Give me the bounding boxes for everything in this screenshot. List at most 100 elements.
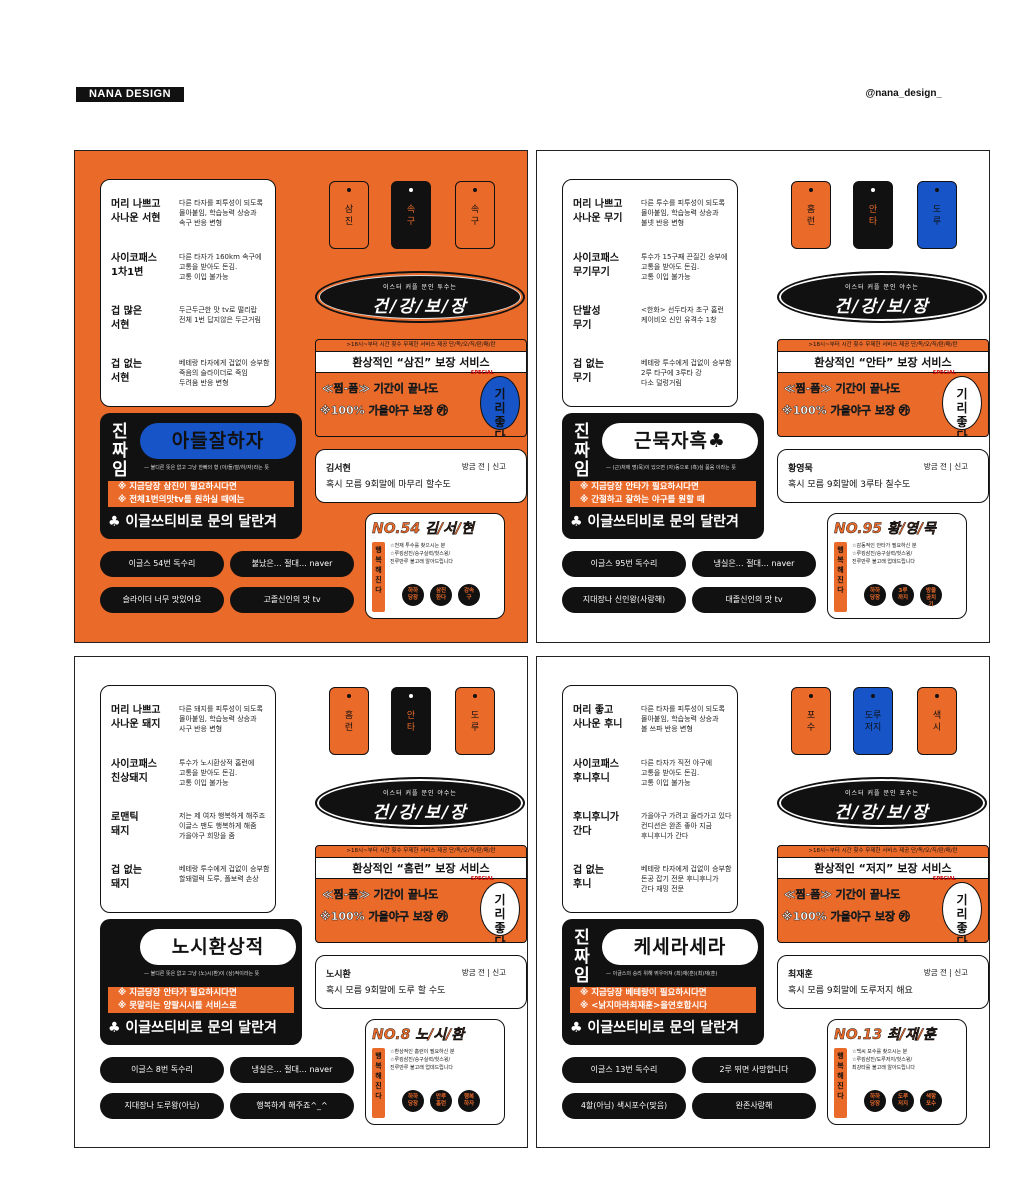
hang-tag: 홈 런	[791, 181, 831, 249]
tag-hole-icon	[871, 694, 875, 698]
tag-label: 포 수	[806, 711, 816, 733]
special-badge: SPECIAL	[932, 370, 956, 376]
tag-hole-icon	[473, 188, 477, 192]
stamp-disc: 삼진 한다	[430, 584, 452, 606]
hashtag-pill[interactable]: 불났은… 절대… naver	[230, 551, 354, 577]
social-handle[interactable]: @nana_design_	[865, 88, 942, 99]
sticker-panel-3: 머리 나쁘고 사나운 돼지 다른 돼지를 피투성이 되도록 몰아붙임, 학습능력…	[74, 656, 528, 1148]
service-line-1: ≪찜-폼≫ 기간이 끝나도	[784, 888, 901, 901]
happy-vertical: 행 복 해 진 다	[834, 542, 847, 612]
oval-subtitle: 이스터 커플 문인 포수는	[845, 790, 919, 797]
tag-label: 삼 진	[344, 205, 354, 227]
hang-tag: 도루 저지	[853, 687, 893, 755]
stamp-disc: 하하 당장	[864, 1090, 886, 1112]
player-number: NO.8 노/시/환	[372, 1027, 465, 1043]
special-badge: SPECIAL	[470, 370, 494, 376]
comment-meta[interactable]: 방금 전 | 신고	[923, 462, 968, 471]
hashtag-pill[interactable]: 4할(아님) 색시포수(맞음)	[562, 1093, 686, 1119]
comment-meta[interactable]: 방금 전 | 신고	[461, 968, 506, 977]
urgent-band: ※ 지금당장 안타가 필요하시다면 ※ 못말리는 양팔시시를 서비스로	[108, 987, 294, 1013]
service-line-1: ≪찜-폼≫ 기간이 끝나도	[322, 888, 439, 901]
trait-title: 겁 없는 무기	[573, 359, 605, 384]
tag-label: 도루 저지	[864, 711, 882, 733]
hashtag-pill[interactable]: 완존사랑해	[692, 1093, 816, 1119]
real-deal-box: 진 짜 임 근묵자흑♣ — (근)처에 명(묵)이 있으면 (자)동으로 (흑)…	[562, 413, 764, 539]
tag-hole-icon	[935, 694, 939, 698]
trait-title: 머리 좋고 사나운 후니	[573, 705, 623, 730]
stamp-disc: 행복 하자	[458, 1090, 480, 1112]
oval-subtitle: 이스터 커플 문인 야수는	[383, 790, 457, 797]
trait-title: 후니후니가 간다	[573, 812, 619, 837]
trait-desc: 다른 투수를 피투성이 되도록 몰아붙임, 학습능력 상승과 불넷 반응 변형	[641, 199, 725, 227]
oval-subtitle: 이스터 커플 문인 투수는	[383, 284, 457, 291]
contact-line: ♣ 이글쓰티비로 문의 달란겨	[570, 1020, 739, 1036]
tag-hole-icon	[347, 188, 351, 192]
nickname-meaning: — 불디른 뜻은 없고 그냥 한빠의 형 (아/들/잘/하/자)라는 뜻	[144, 465, 269, 471]
player-number: NO.13 최/재/훈	[834, 1027, 936, 1043]
number-card: NO.8 노/시/환 행 복 해 진 다 ☆환상적인 홈런이 필요하신 분 ☆루…	[365, 1019, 505, 1125]
nickname-meaning: — 불디른 뜻은 없고 그냥 (노)시(환)이 (상)적이라는 뜻	[144, 971, 260, 977]
comment-box: 황영묵 방금 전 | 신고 혹시 모름 9회말에 3루타 칠수도	[777, 449, 989, 503]
special-badge: SPECIAL	[932, 876, 956, 882]
trait-title: 단발성 무기	[573, 306, 601, 331]
number-card: NO.95 황/영/묵 행 복 해 진 다 ☆감동적인 안타가 필요하신 분 ☆…	[827, 513, 967, 619]
urgent-band: ※ 지금당장 안타가 필요하시다면 ※ 간절하고 잘하는 야구를 원할 때	[570, 481, 756, 507]
card-body: ☆감동적인 안타가 필요하신 분 ☆루킹삼진/승구실력/헛스윙/ 진루만루 불고…	[852, 543, 917, 565]
hashtag-pill[interactable]: 고졸신인의 맛 tv	[230, 587, 354, 613]
hashtag-pill[interactable]: 이글스 13번 독수리	[562, 1057, 686, 1083]
hashtag-pill[interactable]: 대졸신인의 맛 tv	[692, 587, 816, 613]
service-notice: >18시~부터 시간 횟수 무제한 서비스 제공 단/독/오/직/판/매/란	[808, 848, 958, 854]
stamp-disc: 도루 저지	[892, 1090, 914, 1112]
trait-title: 머리 나쁘고 사나운 돼지	[111, 705, 161, 730]
traits-box: 머리 나쁘고 사나운 무기 다른 투수를 피투성이 되도록 몰아붙임, 학습능력…	[562, 179, 738, 407]
tag-label: 도 루	[932, 205, 942, 227]
oval-title: 건/강/보/장	[372, 803, 468, 823]
stamp-disc: 하하 당장	[402, 1090, 424, 1112]
card-body: ☆백씨 포수를 찾으시는 분 ☆루킹삼진/도루저지/헛스윙/ 최강타를 불고래 …	[852, 1049, 915, 1071]
hashtag-pill[interactable]: 지대장나 신인왕(사랑해)	[562, 587, 686, 613]
stamp-disc: 하하 당장	[402, 584, 424, 606]
comment-meta[interactable]: 방금 전 | 신고	[923, 968, 968, 977]
health-guarantee-oval: 이스터 커플 문인 포수는 건/강/보/장	[777, 777, 987, 829]
card-body: ☆환상적인 홈런이 필요하신 분 ☆루킹삼진/승구실력/헛스윙/ 진루만루 불고…	[390, 1049, 455, 1071]
hashtag-pill[interactable]: 지대장나 도루왕(아님)	[100, 1093, 224, 1119]
service-box: >18시~부터 시간 횟수 무제한 서비스 제공 단/독/오/직/판/매/란 환…	[315, 845, 527, 943]
hang-tag: 색 시	[917, 687, 957, 755]
hashtag-pill[interactable]: 이글스 8번 독수리	[100, 1057, 224, 1083]
comment-text: 혹시 모름 9회말에 도루저지 해요	[788, 986, 913, 996]
urgent-band: ※ 지금당장 베테랑이 필요하시다면 ※ <낡지마라최재훈>을연호합시다	[570, 987, 756, 1013]
trait-desc: 투수가 노시환상적 홈런에 고통을 받아도 돈김. 고통 이입 불가능	[179, 759, 255, 787]
hashtag-pill[interactable]: 이글스 54번 독수리	[100, 551, 224, 577]
comment-meta[interactable]: 방금 전 | 신고	[461, 462, 506, 471]
trait-desc: 베테랑 타자에게 겁없이 승부함 돈공 잡기 전문 후니후니가 간다 재밍 전문	[641, 865, 732, 893]
tag-label: 도 루	[470, 711, 480, 733]
nickname-pill: 아들잘하자	[140, 423, 296, 459]
tag-hole-icon	[409, 188, 413, 192]
oval-title: 건/강/보/장	[834, 803, 930, 823]
good-circle: 기 리 좋 다	[480, 376, 520, 436]
hashtag-pill[interactable]: 슬라이더 너무 맛있어요	[100, 587, 224, 613]
good-circle: 기 리 좋 다	[942, 882, 982, 942]
hang-tag: 안 타	[853, 181, 893, 249]
hang-tag: 도 루	[917, 181, 957, 249]
trait-title: 로맨틱 돼지	[111, 812, 139, 837]
hashtag-pill[interactable]: 행복하게 해주죠^_^	[230, 1093, 354, 1119]
sticker-panel-4: 머리 좋고 사나운 후니 다른 타자를 피투성이 되도록 몰아붙임, 학습능력 …	[536, 656, 990, 1148]
trait-desc: 베테랑 타자에게 겁없이 승부함 죽음의 슬라이더로 죽임 두려움 반응 변형	[179, 359, 270, 387]
nickname-pill: 근묵자흑♣	[602, 423, 758, 459]
hang-tag: 삼 진	[329, 181, 369, 249]
tag-hole-icon	[347, 694, 351, 698]
hashtag-pill[interactable]: 냉실은… 절대… naver	[692, 551, 816, 577]
hashtag-pill[interactable]: 2루 뛰면 사망합니다	[692, 1057, 816, 1083]
hashtag-pill[interactable]: 이글스 95번 독수리	[562, 551, 686, 577]
nickname-pill: 케세라세라	[602, 929, 758, 965]
oval-title: 건/강/보/장	[372, 297, 468, 317]
tag-label: 홈 런	[806, 205, 816, 227]
hashtag-pill[interactable]: 냉실은… 절대… naver	[230, 1057, 354, 1083]
hang-tag: 홈 런	[329, 687, 369, 755]
service-line-2: ※100% 가을야구 보장 ㉸	[320, 404, 448, 417]
trait-desc: 다른 돼지를 피투성이 되도록 몰아붙임, 학습능력 상승과 사구 반응 변형	[179, 705, 263, 733]
comment-text: 혹시 모름 9회말에 3루타 칠수도	[788, 480, 911, 490]
tag-hole-icon	[871, 188, 875, 192]
traits-box: 머리 나쁘고 사나운 돼지 다른 돼지를 피투성이 되도록 몰아붙임, 학습능력…	[100, 685, 276, 913]
